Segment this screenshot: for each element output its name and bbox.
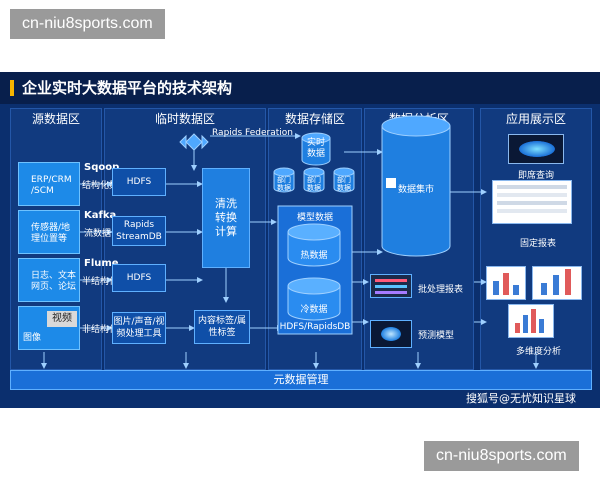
type-stream: 流数据 [84, 229, 112, 239]
type-semi: 半结构化 [82, 277, 119, 287]
temp-media-tools: 图片/声音/视 频处理工具 [112, 312, 166, 344]
temp-hdfs-1: HDFS [112, 168, 166, 196]
watermark-top: cn-niu8sports.com [10, 9, 165, 39]
watermark-bottom: cn-niu8sports.com [424, 441, 579, 471]
fixed-report-thumb [492, 180, 572, 224]
zone-title-storage: 数据存储区 [284, 112, 345, 126]
department-data-2: 部门 数据 [307, 176, 321, 192]
type-structured: 结构化数据 [82, 181, 128, 191]
multidim-thumb-2 [532, 266, 582, 300]
tool-flume: Flume [84, 258, 119, 269]
data-mart: 数据集市 [397, 185, 434, 195]
tool-kafka: Kafka [84, 210, 117, 221]
fixed-report-label: 固定报表 [520, 239, 557, 249]
source-label-sensor: 传感器/地 理位置等 [31, 223, 71, 244]
hot-data: 热数据 [300, 251, 328, 261]
department-data-1: 部门 数据 [277, 176, 291, 192]
adhoc-query-thumb [508, 134, 564, 164]
realtime-data: 实时 数据 [306, 138, 325, 159]
storage-cylinders [273, 115, 451, 335]
source-label-erp: ERP/CRM /SCM [31, 175, 72, 196]
architecture-diagram: 企业实时大数据平台的技术架构 源数据区 临时数据区 数据存储区 数据分析区 应用… [0, 72, 600, 408]
content-tagging: 内容标签/属 性标签 [194, 310, 250, 344]
batch-report-thumb [370, 274, 412, 298]
zone-title-temp: 临时数据区 [154, 112, 215, 126]
title-bar: 企业实时大数据平台的技术架构 [0, 72, 600, 104]
title-accent-mark [10, 80, 14, 96]
diagram-title: 企业实时大数据平台的技术架构 [22, 79, 233, 97]
video-label-box: 视频 [47, 311, 77, 327]
hdfs-rapidsdb-label: HDFS/RapidsDB [279, 322, 351, 332]
department-data-3: 部门 数据 [337, 176, 351, 192]
sohu-credit: 搜狐号@无忧知识星球 [466, 392, 576, 405]
tool-sqoop: Sqoop [84, 162, 120, 173]
source-label-log: 日志、文本 网页、论坛 [31, 271, 77, 292]
multidim-thumb-1 [486, 266, 526, 300]
multidim-thumb-3 [508, 304, 554, 338]
source-label-image: 图像 [23, 333, 42, 343]
source-card-erp: ERP/CRM /SCM [18, 162, 80, 206]
connector-lines [41, 133, 539, 369]
data-mart-icon [386, 178, 396, 188]
adhoc-query-label: 即席查询 [518, 171, 555, 181]
predict-model-label: 预测模型 [418, 331, 455, 341]
metadata-management-bar: 元数据管理 [10, 370, 592, 390]
model-data-label: 模型数据 [296, 213, 333, 223]
cleanse-transform-compute: 清洗 转换 计算 [202, 168, 250, 268]
cold-data: 冷数据 [300, 305, 328, 315]
temp-hdfs-2: HDFS [112, 264, 166, 292]
batch-report-label: 批处理报表 [418, 285, 464, 295]
predict-model-thumb [370, 320, 412, 348]
zone-title-app: 应用展示区 [505, 112, 566, 126]
multidim-analysis-label: 多维度分析 [516, 347, 562, 357]
type-unstructured: 非结构化 [82, 325, 119, 335]
source-card-media: 图像 视频 [18, 306, 80, 350]
rapids-federation-label: Rapids Federation [212, 128, 293, 138]
temp-rapids-streamdb: Rapids StreamDB [112, 216, 166, 246]
source-card-sensor: 传感器/地 理位置等 [18, 210, 80, 254]
zone-title-source: 源数据区 [31, 112, 80, 126]
source-card-log: 日志、文本 网页、论坛 [18, 258, 80, 302]
